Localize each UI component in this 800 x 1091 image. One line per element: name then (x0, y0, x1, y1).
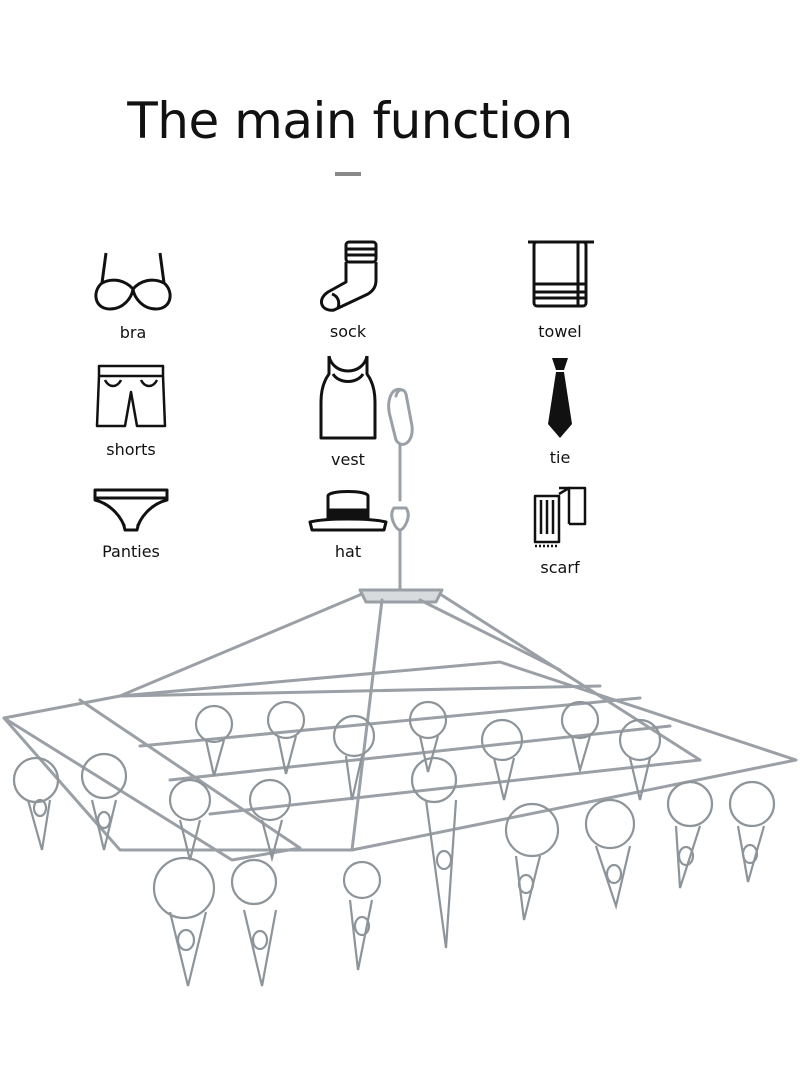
item-label: towel (538, 322, 582, 341)
item-sock: sock (278, 238, 418, 341)
page-title: The main function (127, 92, 573, 150)
item-label: shorts (106, 440, 156, 459)
item-label: sock (329, 322, 367, 341)
item-scarf: scarf (490, 484, 630, 577)
sock-icon (319, 240, 378, 312)
item-label: tie (549, 448, 571, 467)
item-label: vest (331, 450, 365, 469)
item-tie: tie (490, 354, 630, 467)
item-bra: bra (63, 245, 203, 342)
item-towel: towel (490, 236, 630, 341)
scarf-icon (533, 486, 587, 548)
panties-icon (93, 488, 169, 532)
item-hat: hat (278, 486, 418, 561)
tie-icon (548, 358, 572, 438)
bra-icon (94, 252, 172, 311)
item-label: Panties (102, 542, 160, 561)
shorts-icon (95, 364, 167, 428)
towel-icon (528, 240, 594, 308)
drying-rack-image (2, 387, 798, 987)
item-panties: Panties (61, 486, 201, 561)
item-label: bra (119, 323, 147, 342)
title-divider (335, 172, 361, 176)
item-vest: vest (278, 352, 418, 469)
item-shorts: shorts (61, 362, 201, 459)
vest-icon (319, 355, 377, 440)
item-label: scarf (540, 558, 580, 577)
hat-icon (308, 490, 388, 532)
item-label: hat (334, 542, 362, 561)
